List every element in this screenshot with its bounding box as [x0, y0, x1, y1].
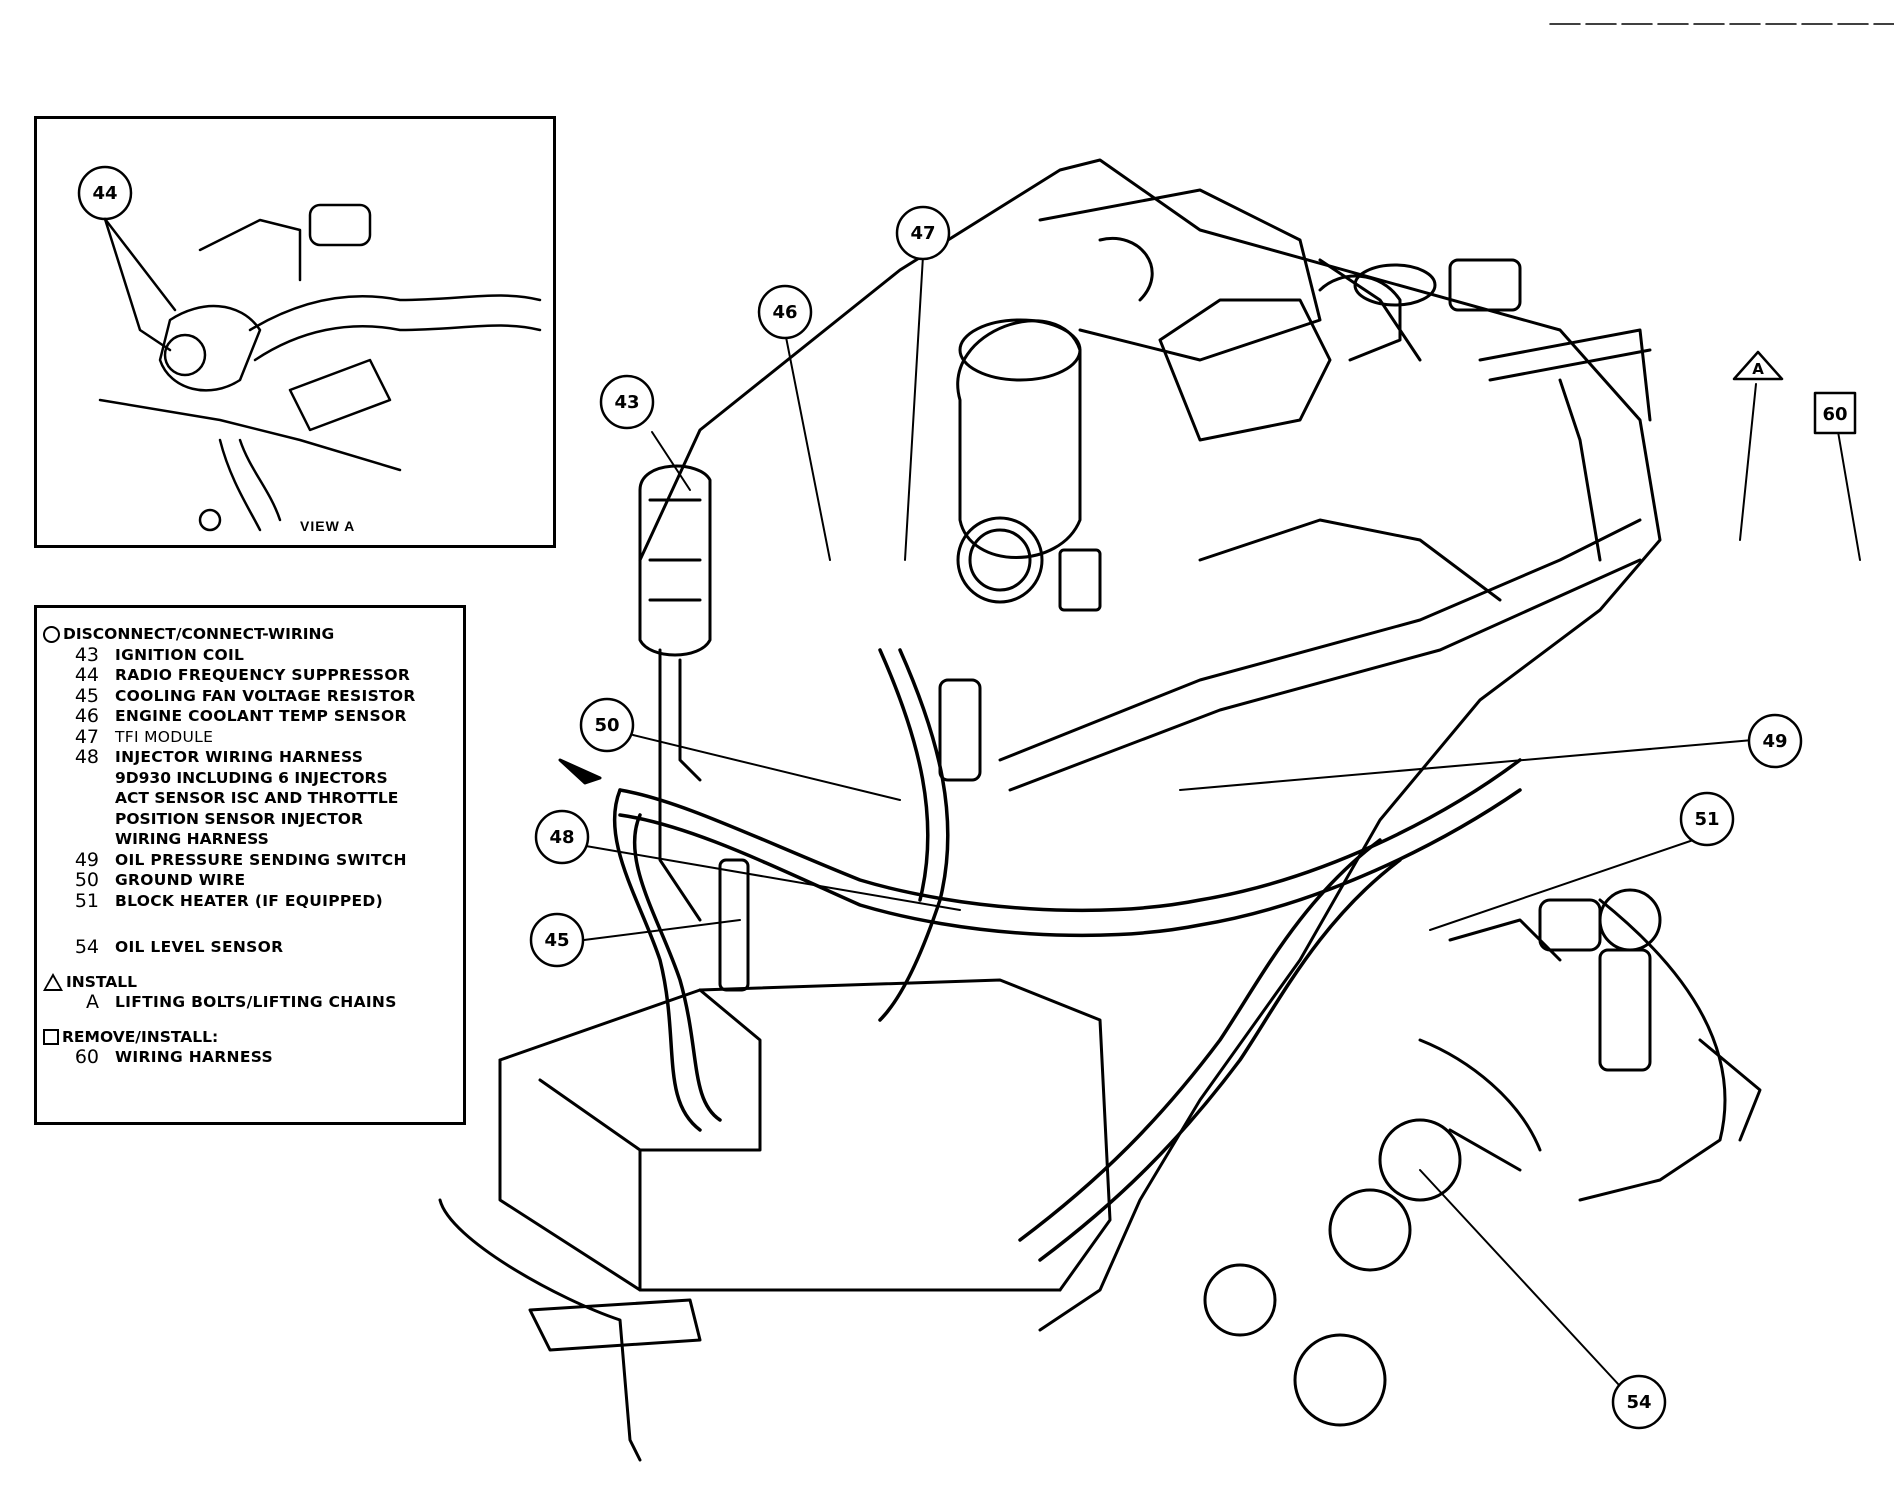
legend-install-header: INSTALL — [43, 972, 453, 993]
callout-45: 45 — [544, 930, 569, 951]
wiring-harness-shape — [612, 648, 1522, 1262]
callout-triangle — [1732, 350, 1784, 381]
inset-drawing — [98, 203, 542, 532]
intake-manifold — [956, 188, 1652, 792]
callout-circles — [77, 165, 1803, 1430]
view-a-inset — [34, 116, 556, 548]
view-a-label: VIEW A — [300, 518, 356, 534]
callout-46: 46 — [772, 302, 797, 323]
callout-47: 47 — [910, 223, 935, 244]
callout-60: 60 — [1822, 404, 1847, 425]
legend-item-48-cont: WIRING HARNESS — [115, 830, 269, 848]
direction-arrow — [558, 758, 602, 785]
legend-item-48-cont: 9D930 INCLUDING 6 INJECTORS — [115, 768, 388, 787]
legend-item-48-cont: ACT SENSOR ISC AND THROTTLE — [115, 789, 399, 807]
engine-block — [438, 158, 1762, 1462]
callout-43: 43 — [614, 392, 639, 413]
legend-header-text: DISCONNECT/CONNECT-WIRING — [63, 625, 335, 643]
callout-49: 49 — [1762, 731, 1787, 752]
legend-disconnect-header: DISCONNECT/CONNECT-WIRING — [43, 624, 453, 645]
leader-lines — [579, 255, 1861, 1386]
callout-48: 48 — [549, 827, 574, 848]
callout-51: 51 — [1694, 809, 1719, 830]
circle-symbol-icon — [43, 625, 60, 643]
legend-item-48-cont: POSITION SENSOR INJECTOR — [115, 809, 363, 828]
square-symbol-icon — [43, 1028, 59, 1045]
ignition-coil-shape — [638, 464, 712, 782]
callout-54: 54 — [1626, 1392, 1651, 1413]
callout-A: A — [1752, 360, 1764, 378]
callout-44: 44 — [92, 183, 117, 204]
sensor-shapes — [718, 548, 1662, 1427]
legend-remove-header: REMOVE/INSTALL: — [43, 1027, 453, 1048]
triangle-symbol-icon — [43, 972, 63, 991]
callout-50: 50 — [594, 715, 619, 736]
callout-square — [1813, 391, 1857, 435]
